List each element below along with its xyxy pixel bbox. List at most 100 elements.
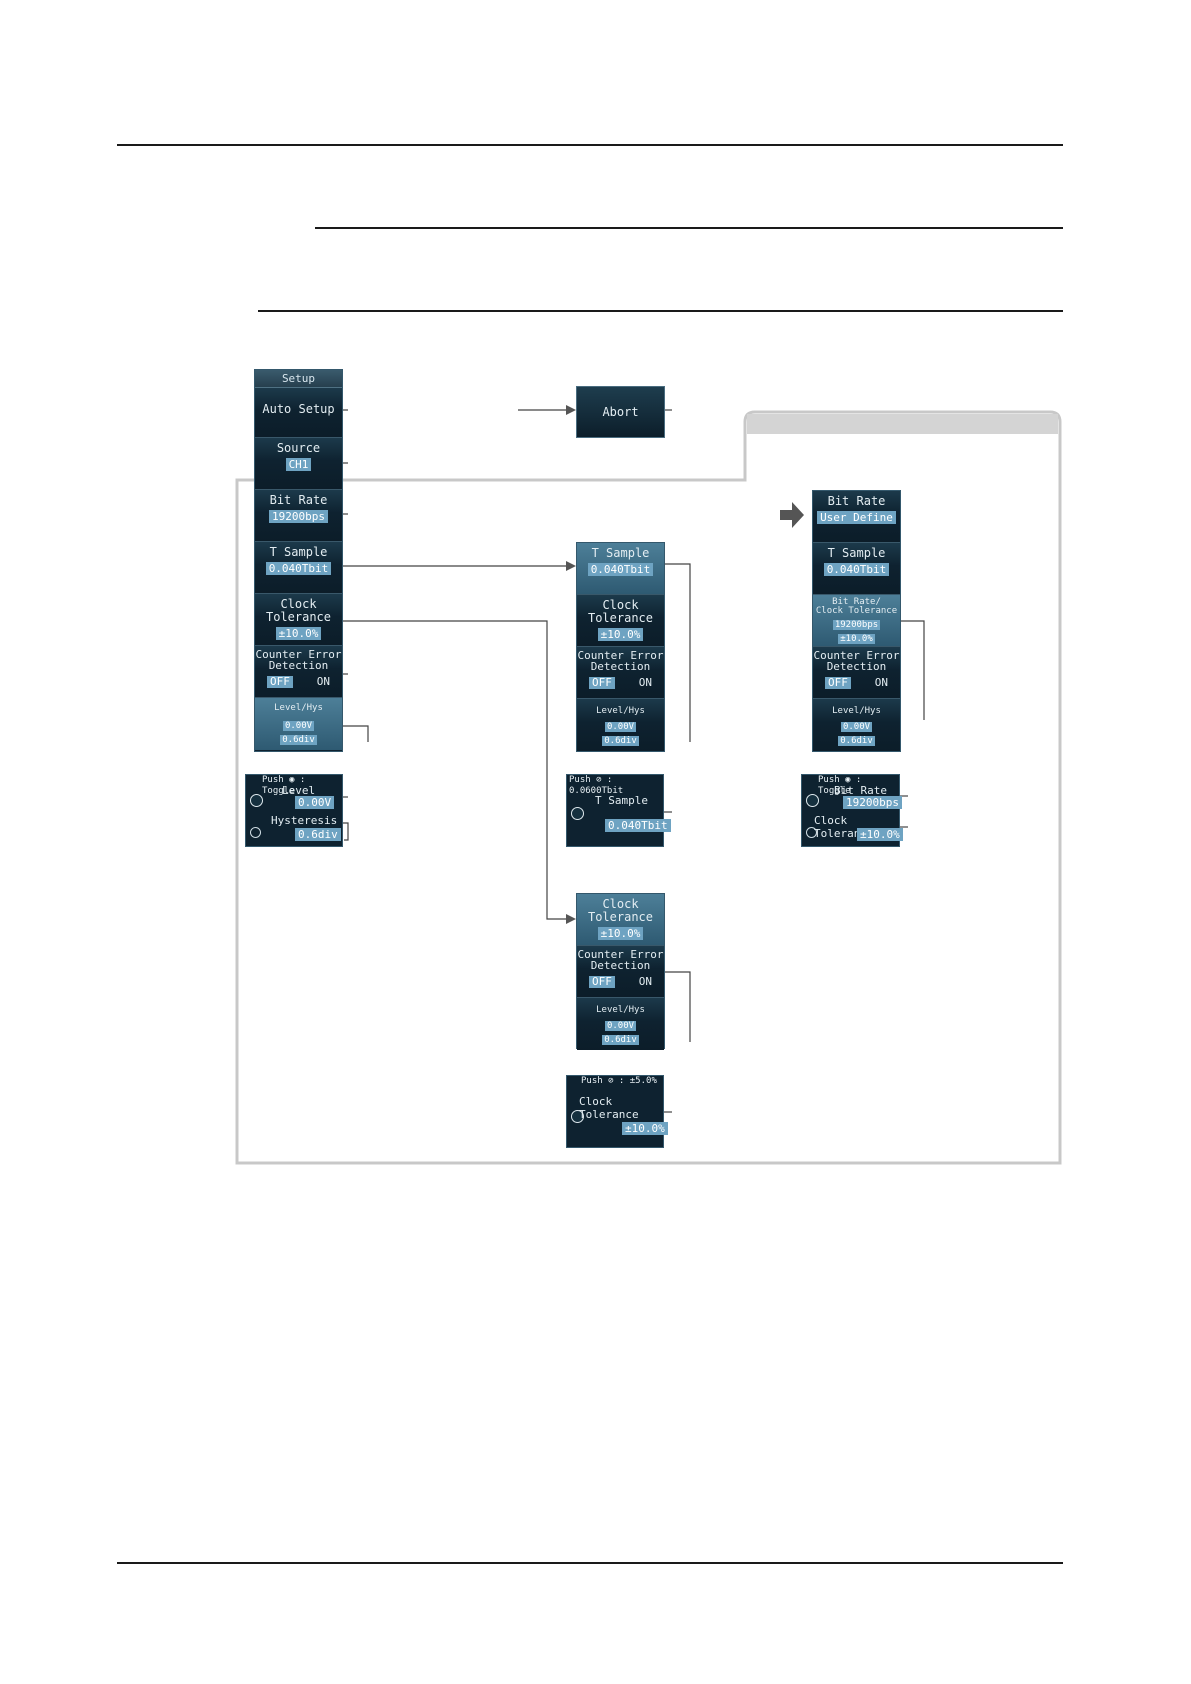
level-hys-button[interactable]: Level/Hys 0.00V 0.6div <box>255 698 342 750</box>
on-option: ON <box>638 975 653 988</box>
jog-top-text: Push ⊘ : ±5.0% <box>581 1076 657 1086</box>
jog-knob-icon <box>250 794 263 807</box>
clock-tolerance-label: Clock Tolerance <box>579 1095 639 1121</box>
counter-error-toggle: OFF ON <box>813 676 900 689</box>
counter-error-line2: Detection <box>590 660 651 673</box>
clock-tolerance-value: ±10.0% <box>597 628 644 641</box>
source-value: CH1 <box>285 458 312 471</box>
jog-knob-icon <box>571 807 584 820</box>
setup-header: Setup <box>255 370 342 388</box>
hys-value: 0.6div <box>838 736 875 746</box>
off-option: OFF <box>588 975 615 988</box>
arrowhead-tsample <box>566 561 576 571</box>
source-button[interactable]: Source CH1 <box>255 438 342 490</box>
clock-tolerance-label: Clock Tolerance <box>587 598 654 625</box>
clock-tolerance-jog-panel: Push ⊘ : ±5.0% Clock Tolerance ±10.0% <box>566 1075 668 1148</box>
counter-error-button[interactable]: Counter Error Detection OFF ON <box>813 647 900 699</box>
t-sample-menu: T Sample 0.040Tbit Clock Tolerance ±10.0… <box>576 542 665 752</box>
level-value: 0.00V <box>282 721 315 731</box>
bit-rate-label: Bit Rate <box>827 494 886 508</box>
top-rule <box>117 144 1063 146</box>
counter-error-button[interactable]: Counter Error Detection OFF ON <box>255 646 342 698</box>
level-hys-jog-panel: Push ◉ : Toggle Level 0.00V Hysteresis 0… <box>245 774 343 847</box>
hysteresis-label: Hysteresis <box>271 814 338 827</box>
clock-tolerance-button[interactable]: Clock Tolerance ±10.0% <box>255 594 342 646</box>
on-option: ON <box>638 676 653 689</box>
rotary-dial-icon <box>250 827 261 838</box>
bitrate-clock-line2: Clock Tolerance <box>815 606 898 616</box>
level-label: Level <box>282 784 316 797</box>
off-option: OFF <box>588 676 615 689</box>
auto-setup-label: Auto Setup <box>262 402 335 416</box>
t-sample-jog-panel: Push ⊘ : 0.0600Tbit T Sample 0.040Tbit <box>566 774 671 847</box>
source-label: Source <box>276 441 321 455</box>
counter-error-toggle: OFF ON <box>577 676 664 689</box>
counter-error-line1: Counter Error <box>255 648 342 661</box>
bit-rate-button[interactable]: Bit Rate User Define <box>813 491 900 543</box>
t-sample-value: 0.040Tbit <box>265 562 332 575</box>
hys-value: 0.6div <box>602 1035 639 1045</box>
clock-tolerance-menu: Clock Tolerance ±10.0% Counter Error Det… <box>576 893 665 1050</box>
t-sample-button[interactable]: T Sample 0.040Tbit <box>813 543 900 595</box>
bottom-rule <box>117 1562 1063 1564</box>
abort-button[interactable]: Abort <box>576 386 665 438</box>
hysteresis-value[interactable]: 0.6div <box>295 828 341 841</box>
level-value: 0.00V <box>604 1021 637 1031</box>
t-sample-label: T Sample <box>269 545 328 559</box>
bit-rate-label: Bit Rate <box>834 784 887 797</box>
counter-error-toggle: OFF ON <box>255 675 342 688</box>
clock-tolerance-label: Clock Tolerance <box>587 897 654 924</box>
clock-tolerance-value[interactable]: ±10.0% <box>622 1122 668 1135</box>
t-sample-value: 0.040Tbit <box>823 563 890 576</box>
level-value: 0.00V <box>840 722 873 732</box>
off-option: OFF <box>266 675 293 688</box>
level-value: 0.00V <box>604 722 637 732</box>
t-sample-value[interactable]: 0.040Tbit <box>605 819 671 832</box>
counter-error-button[interactable]: Counter Error Detection OFF ON <box>577 647 664 699</box>
counter-error-line1: Counter Error <box>577 948 664 961</box>
level-hys-button[interactable]: Level/Hys 0.00V 0.6div <box>577 998 664 1050</box>
hys-value: 0.6div <box>602 736 639 746</box>
t-sample-value: 0.040Tbit <box>587 563 654 576</box>
counter-error-button[interactable]: Counter Error Detection OFF ON <box>577 946 664 998</box>
t-sample-label: T Sample <box>827 546 886 560</box>
t-sample-label: T Sample <box>595 794 648 807</box>
clock-tolerance-button[interactable]: Clock Tolerance ±10.0% <box>577 894 664 946</box>
off-option: OFF <box>824 676 851 689</box>
abort-label: Abort <box>602 405 639 419</box>
auto-setup-button[interactable]: Auto Setup <box>255 388 342 438</box>
counter-error-toggle: OFF ON <box>577 975 664 988</box>
frame-outline <box>235 410 1062 1165</box>
t-sample-button[interactable]: T Sample 0.040Tbit <box>577 543 664 595</box>
t-sample-button[interactable]: T Sample 0.040Tbit <box>255 542 342 594</box>
jog-top-text: Push ◉ : Toggle <box>818 775 862 796</box>
on-option: ON <box>316 675 331 688</box>
level-hys-button[interactable]: Level/Hys 0.00V 0.6div <box>577 699 664 751</box>
bit-rate-value[interactable]: 19200bps <box>843 796 902 809</box>
level-hys-button[interactable]: Level/Hys 0.00V 0.6div <box>813 699 900 751</box>
bitrate-clock-jog-panel: Push ◉ : Toggle Bit Rate 19200bps Clock … <box>801 774 903 847</box>
subsection-rule <box>258 310 1063 312</box>
counter-error-line2: Detection <box>268 659 329 672</box>
clock-tolerance-value[interactable]: ±10.0% <box>857 828 903 841</box>
jog-knob-icon <box>571 1110 584 1123</box>
level-hys-label: Level/Hys <box>832 706 881 716</box>
level-hys-label: Level/Hys <box>596 1005 645 1015</box>
level-value[interactable]: 0.00V <box>295 796 335 809</box>
bitrate-clock-line1: Bit Rate/ <box>832 597 881 607</box>
level-hys-label: Level/Hys <box>274 703 323 713</box>
arrowhead-abort <box>566 405 576 415</box>
clock-tolerance-button[interactable]: Clock Tolerance ±10.0% <box>577 595 664 647</box>
arrowhead-clock <box>566 914 576 924</box>
bit-rate-button[interactable]: Bit Rate 19200bps <box>255 490 342 542</box>
counter-error-line1: Counter Error <box>813 649 900 662</box>
bit-rate-value: 19200bps <box>269 510 328 523</box>
bitrate-clock-button[interactable]: Bit Rate/ Clock Tolerance 19200bps ±10.0… <box>813 595 900 647</box>
arrow-user-define <box>780 502 804 528</box>
section-rule <box>315 227 1063 229</box>
t-sample-label: T Sample <box>591 546 650 560</box>
jog-top-text: Push ⊘ : 0.0600Tbit <box>569 775 624 796</box>
counter-error-line2: Detection <box>826 660 887 673</box>
clock-tolerance-label: Clock Tolerance <box>265 597 332 624</box>
